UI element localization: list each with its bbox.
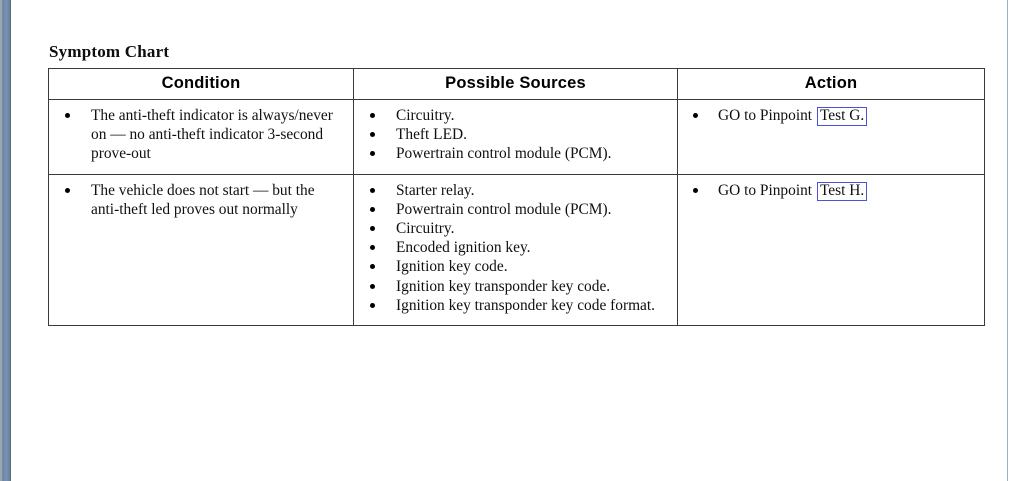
scan-edge-shadow [0, 0, 2, 481]
bullet-icon [370, 187, 375, 193]
bullet-icon [370, 151, 375, 157]
column-header-action: Action [677, 68, 985, 100]
list-item: GO to Pinpoint Test H. [684, 181, 976, 201]
bullet-icon [370, 283, 375, 289]
list-item-text: Starter relay. [396, 181, 475, 199]
page-title: Symptom Chart [49, 42, 170, 61]
possible-sources-list: Starter relay. Powertrain control module… [360, 181, 669, 315]
bullet-icon [370, 206, 375, 212]
bullet-icon [370, 245, 375, 251]
list-item: Powertrain control module (PCM). [360, 200, 669, 219]
bullet-icon [370, 226, 375, 232]
action-prefix-text: GO to Pinpoint [718, 107, 813, 124]
list-item: Ignition key transponder key code format… [360, 296, 669, 315]
column-header-possible-sources: Possible Sources [353, 68, 678, 100]
action-list: GO to Pinpoint Test G. [684, 106, 976, 126]
list-item: Encoded ignition key. [360, 238, 669, 257]
list-item-text: Circuitry. [396, 107, 455, 124]
scan-edge-bar [2, 0, 11, 481]
list-item-text: Circuitry. [396, 220, 455, 238]
list-item: Ignition key code. [360, 257, 669, 276]
bullet-icon [370, 132, 375, 138]
cell-condition: The vehicle does not start — but the ant… [48, 173, 354, 327]
pinpoint-test-link-h[interactable]: Test H. [816, 181, 868, 201]
list-item-text: Ignition key code. [396, 258, 508, 276]
bullet-icon [65, 113, 70, 118]
list-item: Powertrain control module (PCM). [360, 144, 669, 163]
symptom-chart-table: Condition Possible Sources Action The an… [48, 68, 985, 327]
possible-sources-list: Circuitry. Theft LED. Powertrain control… [360, 106, 669, 164]
list-item-text: Ignition key transponder key code format… [396, 296, 655, 314]
list-item: Circuitry. [360, 219, 669, 238]
cell-possible-sources: Starter relay. Powertrain control module… [353, 173, 678, 327]
bullet-icon [370, 302, 375, 308]
list-item: Theft LED. [360, 125, 669, 144]
list-item-text: The vehicle does not start — but the ant… [91, 181, 315, 218]
pinpoint-test-link-g[interactable]: Test G. [816, 107, 868, 126]
bullet-icon [370, 113, 375, 118]
list-item: Circuitry. [360, 106, 669, 125]
list-item-text: The anti-theft indicator is always/never… [91, 107, 333, 163]
list-item: The anti-theft indicator is always/never… [55, 106, 345, 164]
cell-action: GO to Pinpoint Test H. [677, 173, 985, 327]
list-item: The vehicle does not start — but the ant… [55, 181, 345, 219]
scan-right-rule [1007, 0, 1008, 481]
list-item-text: Powertrain control module (PCM). [396, 145, 612, 163]
bullet-icon [693, 187, 698, 193]
cell-possible-sources: Circuitry. Theft LED. Powertrain control… [353, 99, 678, 175]
column-header-condition: Condition [48, 68, 354, 100]
condition-list: The vehicle does not start — but the ant… [55, 181, 345, 219]
table-header-row: Condition Possible Sources Action [48, 68, 985, 100]
list-item: Starter relay. [360, 181, 669, 200]
list-item: Ignition key transponder key code. [360, 277, 669, 296]
action-list: GO to Pinpoint Test H. [684, 181, 976, 201]
condition-list: The anti-theft indicator is always/never… [55, 106, 345, 164]
table-row: The anti-theft indicator is always/never… [48, 99, 985, 175]
bullet-icon [693, 113, 698, 118]
action-prefix-text: GO to Pinpoint [718, 181, 813, 199]
list-item-text: Ignition key transponder key code. [396, 277, 611, 295]
list-item-text: Powertrain control module (PCM). [396, 200, 612, 218]
bullet-icon [370, 264, 375, 270]
list-item-text: Encoded ignition key. [396, 239, 531, 257]
list-item-text: Theft LED. [396, 126, 467, 144]
bullet-icon [65, 187, 70, 193]
cell-action: GO to Pinpoint Test G. [677, 99, 985, 175]
list-item: GO to Pinpoint Test G. [684, 106, 976, 126]
cell-condition: The anti-theft indicator is always/never… [48, 99, 354, 175]
table-row: The vehicle does not start — but the ant… [48, 173, 985, 327]
